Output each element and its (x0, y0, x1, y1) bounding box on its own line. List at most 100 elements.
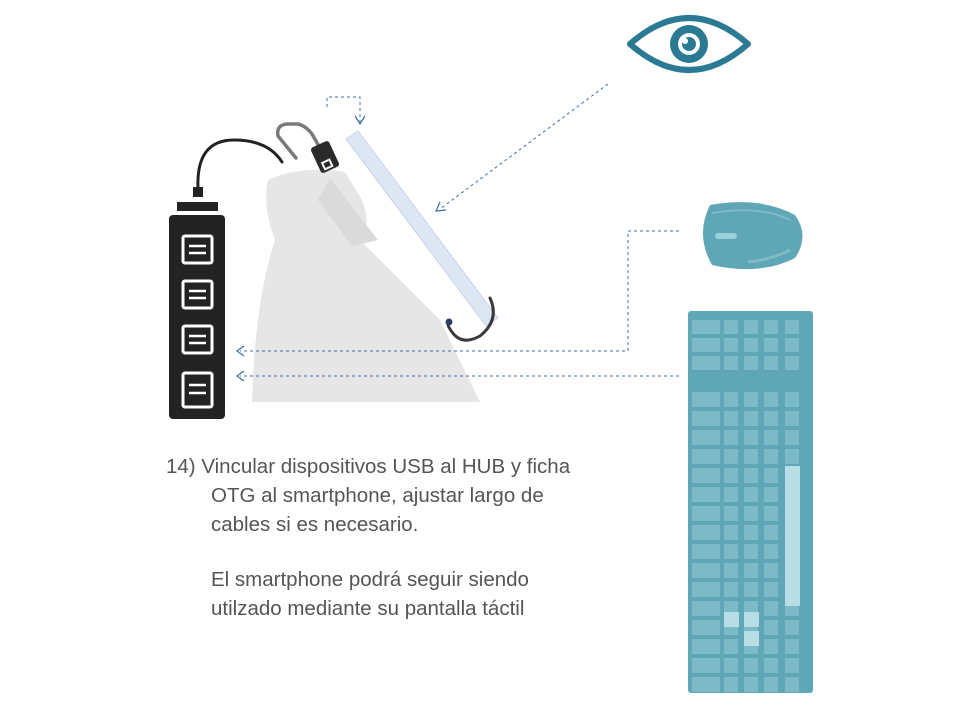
mouse-icon (702, 202, 803, 270)
keyboard-key (744, 320, 758, 334)
usb-hub-icon (169, 187, 225, 419)
flow-arrows (240, 83, 679, 377)
step-text-line-3: cables si es necesario. (211, 513, 419, 536)
keyboard-key (785, 677, 799, 692)
note-text-line-2: utilzado mediante su pantalla táctil (211, 597, 525, 620)
keyboard-key (692, 544, 706, 559)
arrow-heads (235, 115, 447, 382)
arrow-eye-to-phone (439, 83, 609, 210)
keyboard-key (706, 525, 720, 540)
keyboard-key (692, 487, 706, 502)
keyboard-key (744, 338, 758, 352)
keyboard-key (724, 639, 738, 654)
keyboard-key (724, 525, 738, 540)
keyboard-key (764, 506, 778, 521)
keyboard-key (744, 411, 758, 426)
keyboard-keys-highlight (724, 466, 800, 646)
arrow-mouse-to-hub (240, 230, 679, 352)
keyboard-key (764, 563, 778, 578)
keyboard-key (764, 620, 778, 635)
keyboard-key (744, 449, 758, 464)
keyboard-key (692, 506, 706, 521)
keyboard-key (706, 392, 720, 407)
keyboard-key (692, 658, 706, 673)
keyboard-key (764, 525, 778, 540)
keyboard-key (706, 506, 720, 521)
eye-icon (627, 15, 751, 73)
keyboard-key (785, 430, 799, 445)
arrow-to-phone-top (326, 96, 361, 122)
keyboard-key (692, 620, 706, 635)
keyboard-key (706, 338, 720, 352)
step-text-line-1: 14) Vincular dispositivos USB al HUB y f… (166, 455, 571, 478)
keyboard-key (764, 639, 778, 654)
keyboard-key (744, 430, 758, 445)
keyboard-key (785, 639, 799, 654)
keyboard-key (724, 468, 738, 483)
keyboard-key (692, 601, 706, 616)
keyboard-key (764, 338, 778, 352)
keyboard-key (692, 677, 706, 692)
keyboard-key (706, 620, 720, 635)
keyboard-key (724, 677, 738, 692)
keyboard-key (692, 582, 706, 597)
keyboard-key (706, 356, 720, 370)
smartphone (345, 130, 499, 327)
keyboard-key (706, 544, 720, 559)
keyboard-key (764, 487, 778, 502)
keyboard-key (724, 563, 738, 578)
keyboard-key (744, 506, 758, 521)
keyboard-key (744, 677, 758, 692)
keyboard-key (724, 506, 738, 521)
keyboard-key (724, 430, 738, 445)
note-text-line-1: El smartphone podrá seguir siendo (211, 568, 529, 591)
keyboard-key (724, 544, 738, 559)
instructions: 14) Vincular dispositivos USB al HUB y f… (166, 452, 666, 623)
keyboard-key (764, 468, 778, 483)
keyboard-key (744, 487, 758, 502)
keyboard-key (692, 430, 706, 445)
keyboard-key (706, 487, 720, 502)
keyboard-key (764, 411, 778, 426)
keyboard-key (744, 525, 758, 540)
keyboard-key (744, 658, 758, 673)
keyboard-key (724, 411, 738, 426)
keyboard-key (706, 430, 720, 445)
keyboard-key (692, 356, 706, 370)
keyboard-key (724, 487, 738, 502)
keyboard-key (692, 411, 706, 426)
keyboard-key (706, 639, 720, 654)
keyboard-key (692, 320, 706, 334)
keyboard-key (764, 449, 778, 464)
keyboard-key (706, 563, 720, 578)
keyboard-key (706, 658, 720, 673)
keyboard-key (706, 449, 720, 464)
keyboard-icon (688, 311, 813, 693)
keyboard-key (744, 392, 758, 407)
keyboard-key (785, 449, 799, 464)
keyboard-key (764, 392, 778, 407)
keyboard-key (785, 658, 799, 673)
keyboard-key (744, 563, 758, 578)
hub-port (181, 324, 214, 355)
hub-port (181, 279, 214, 310)
keyboard-key (692, 449, 706, 464)
keyboard-key (764, 356, 778, 370)
keyboard-key (706, 677, 720, 692)
keyboard-key (744, 356, 758, 370)
keyboard-key (706, 468, 720, 483)
keyboard-key (724, 320, 738, 334)
otg-plug (445, 318, 453, 326)
keyboard-key (764, 582, 778, 597)
hub-port (181, 371, 214, 409)
keyboard-key (724, 356, 738, 370)
keyboard-key (764, 544, 778, 559)
keyboard-key (692, 525, 706, 540)
hub-cable (196, 138, 284, 190)
keyboard-key (785, 356, 799, 370)
keyboard-key (724, 582, 738, 597)
keyboard-key (785, 392, 799, 407)
keyboard-key (692, 639, 706, 654)
usb-connector (275, 122, 339, 173)
keyboard-key (785, 320, 799, 334)
